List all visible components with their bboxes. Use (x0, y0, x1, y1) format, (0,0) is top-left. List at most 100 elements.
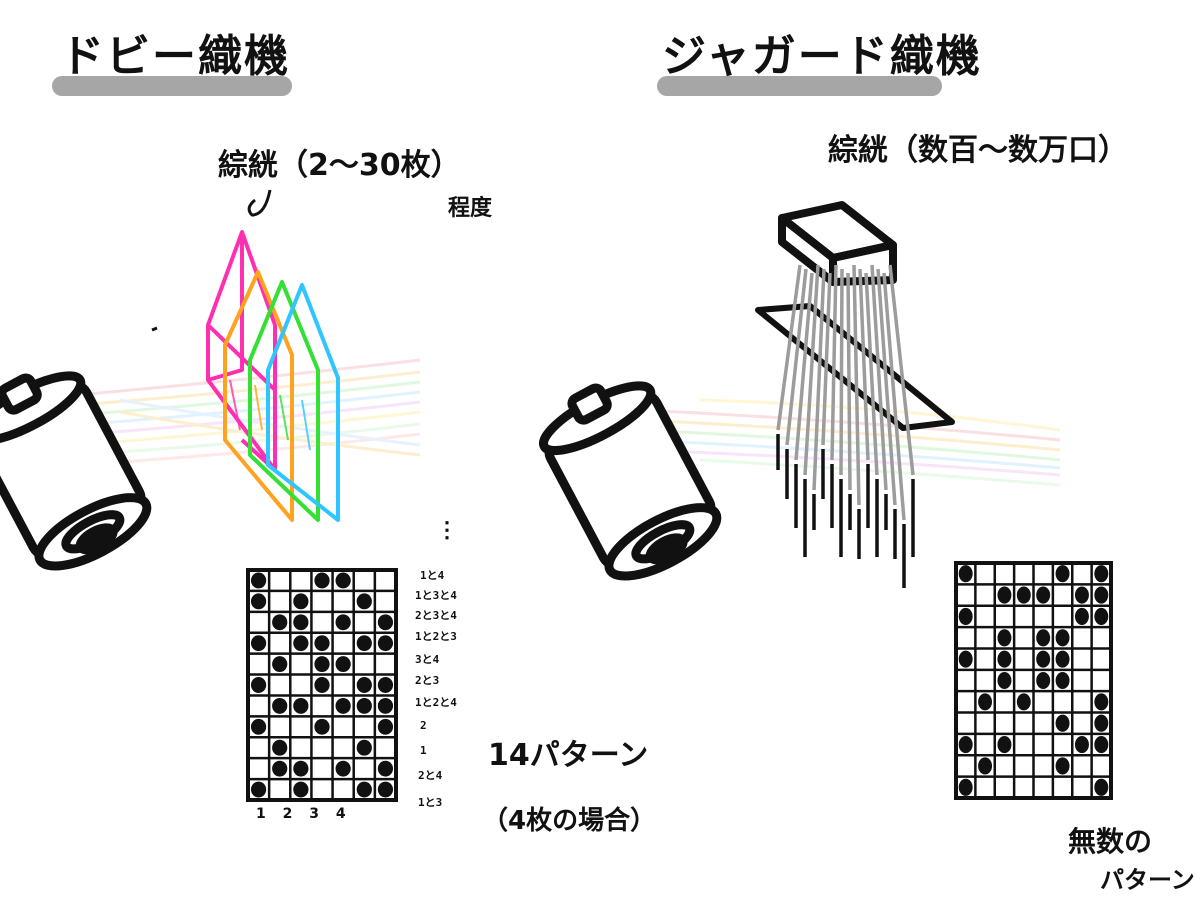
pattern-dot (1094, 714, 1109, 732)
pattern-dot (1055, 714, 1070, 732)
pattern-dot (1094, 607, 1109, 625)
pattern-dot (958, 778, 973, 796)
pattern-dot (1055, 757, 1070, 775)
pattern-dot (356, 635, 372, 652)
pattern-dot (314, 677, 330, 693)
pattern-dot (272, 697, 288, 714)
dobby-heald-frames (206, 230, 340, 522)
pattern-dot (293, 635, 309, 652)
pattern-dot (314, 656, 330, 673)
pattern-dot (377, 781, 394, 798)
row-label: 2と4 (418, 769, 443, 782)
dobby-pattern-grid (246, 568, 398, 802)
row-label: 1 (420, 744, 427, 757)
pattern-dot (335, 614, 351, 631)
pattern-dot (356, 697, 372, 714)
row-label: 2と3と4 (415, 609, 457, 622)
pattern-dot (272, 656, 288, 673)
pattern-dot (1036, 650, 1051, 668)
pattern-dot (958, 565, 973, 583)
row-label: 2と3 (415, 674, 440, 687)
harness-cord (870, 264, 888, 491)
pattern-dot (250, 718, 267, 735)
harness-cord (876, 268, 897, 506)
pattern-dot (293, 760, 309, 777)
pattern-dot (335, 697, 351, 714)
pattern-dot (1055, 671, 1070, 690)
stray-mark (151, 326, 158, 332)
dobby-row-ellipsis: ⋮ (436, 518, 458, 543)
pattern-dot (1055, 629, 1070, 647)
harness-cord (864, 272, 879, 476)
harness-cord (888, 264, 915, 476)
dobby-column-numbers: 1 2 3 4 (256, 806, 352, 822)
pattern-dot (997, 629, 1012, 647)
pattern-dot (377, 697, 394, 714)
harness-cord (812, 268, 826, 491)
jacquard-pattern-note-line1: 無数の (1068, 825, 1153, 858)
pattern-dot (1036, 629, 1051, 647)
pattern-dot (997, 671, 1012, 690)
harness-cord (821, 272, 832, 446)
pattern-dot (314, 718, 330, 735)
harness-cord (785, 268, 808, 446)
jacquard-heddle-label: 綜絖（数百〜数万口） (828, 133, 1128, 168)
dobby-frame-heddle-wires (229, 379, 311, 451)
pattern-dot (250, 781, 267, 798)
harness-cord (852, 264, 861, 506)
pattern-dot (356, 781, 372, 798)
harness-cord (776, 264, 802, 431)
pattern-dot (997, 586, 1012, 604)
pattern-dot (1036, 586, 1051, 604)
pattern-dot (997, 650, 1012, 668)
pattern-dot (250, 572, 267, 589)
jacquard-lingoes (776, 434, 915, 588)
dobby-warp-threads (74, 358, 421, 467)
pattern-dot (1094, 778, 1109, 796)
pattern-dot (335, 656, 351, 673)
pattern-dot (314, 635, 330, 652)
pattern-dot (272, 739, 288, 756)
heald-frame-2 (223, 270, 294, 522)
pattern-dot (377, 760, 394, 777)
pattern-dot (356, 593, 372, 610)
pattern-dot (978, 693, 993, 711)
pattern-dot (335, 760, 351, 777)
pattern-dot (1055, 650, 1070, 668)
pattern-dot (1074, 736, 1089, 754)
pattern-dot (377, 614, 394, 631)
harness-cord (794, 272, 814, 461)
pattern-dot (293, 697, 309, 714)
pattern-dot (377, 718, 394, 735)
pattern-dot (1094, 693, 1109, 711)
row-label: 1と3と4 (415, 589, 457, 602)
pattern-dot (377, 635, 394, 652)
pattern-dot (958, 650, 973, 668)
harness-cord (858, 268, 870, 461)
pattern-dot (314, 572, 330, 589)
harness-cord (839, 268, 844, 476)
pattern-dot (356, 677, 372, 693)
pattern-dot (1055, 565, 1070, 583)
row-label: 1と2と4 (415, 696, 457, 709)
row-label: 3と4 (415, 653, 440, 666)
pattern-dot (250, 635, 267, 652)
dobby-pattern-note: （4枚の場合） (482, 806, 657, 836)
pattern-dot (1016, 586, 1031, 604)
jacquard-pattern-note-line2: パターン (1100, 866, 1195, 894)
jacquard-loom-title: ジャガード織機 (662, 31, 982, 82)
pattern-dot (356, 739, 372, 756)
pattern-dot (958, 736, 973, 754)
pattern-dot (250, 593, 267, 610)
harness-cord (846, 272, 852, 491)
pattern-dot (293, 614, 309, 631)
pattern-dot (1094, 565, 1109, 583)
jacquard-harness-cords (776, 264, 915, 521)
pattern-dot (1074, 586, 1089, 604)
harness-cord (882, 272, 906, 521)
pattern-dot (1094, 736, 1109, 754)
row-label: 2 (420, 719, 427, 732)
dobby-heddle-label-note: 程度 (448, 196, 493, 221)
dobby-warp-beam (0, 371, 152, 571)
